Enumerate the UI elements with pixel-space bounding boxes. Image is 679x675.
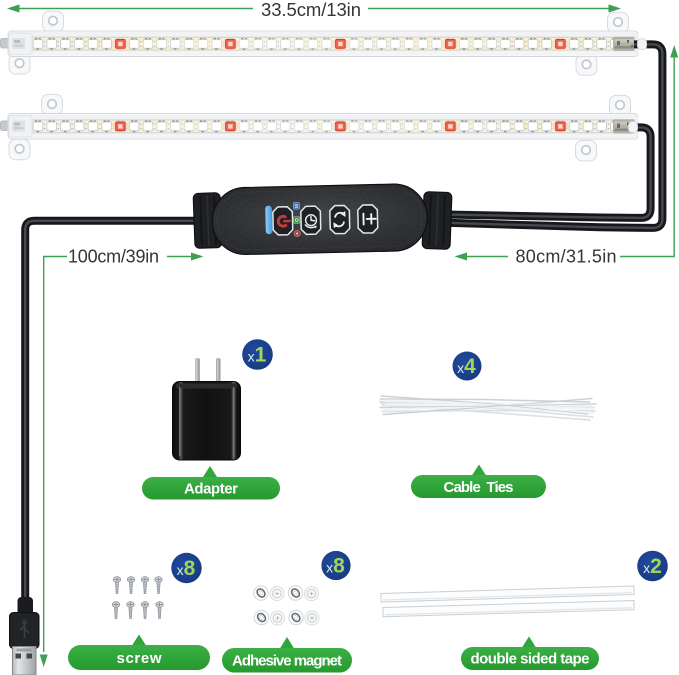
svg-text:x1: x1 — [248, 344, 267, 367]
svg-text:screw: screw — [117, 650, 162, 667]
svg-text:Adapter: Adapter — [184, 481, 238, 498]
svg-text:double sided tape: double sided tape — [471, 651, 590, 668]
svg-text:x4: x4 — [457, 355, 476, 378]
svg-text:Adhesive magnet: Adhesive magnet — [232, 653, 342, 670]
svg-text:Cable Ties: Cable Ties — [444, 479, 514, 496]
svg-text:x8: x8 — [177, 557, 196, 580]
svg-text:80cm/31.5in: 80cm/31.5in — [516, 247, 617, 267]
svg-text:x2: x2 — [643, 555, 662, 578]
svg-text:x8: x8 — [326, 555, 345, 578]
svg-text:33.5cm/13in: 33.5cm/13in — [261, 0, 361, 20]
svg-text:100cm/39in: 100cm/39in — [68, 247, 159, 267]
